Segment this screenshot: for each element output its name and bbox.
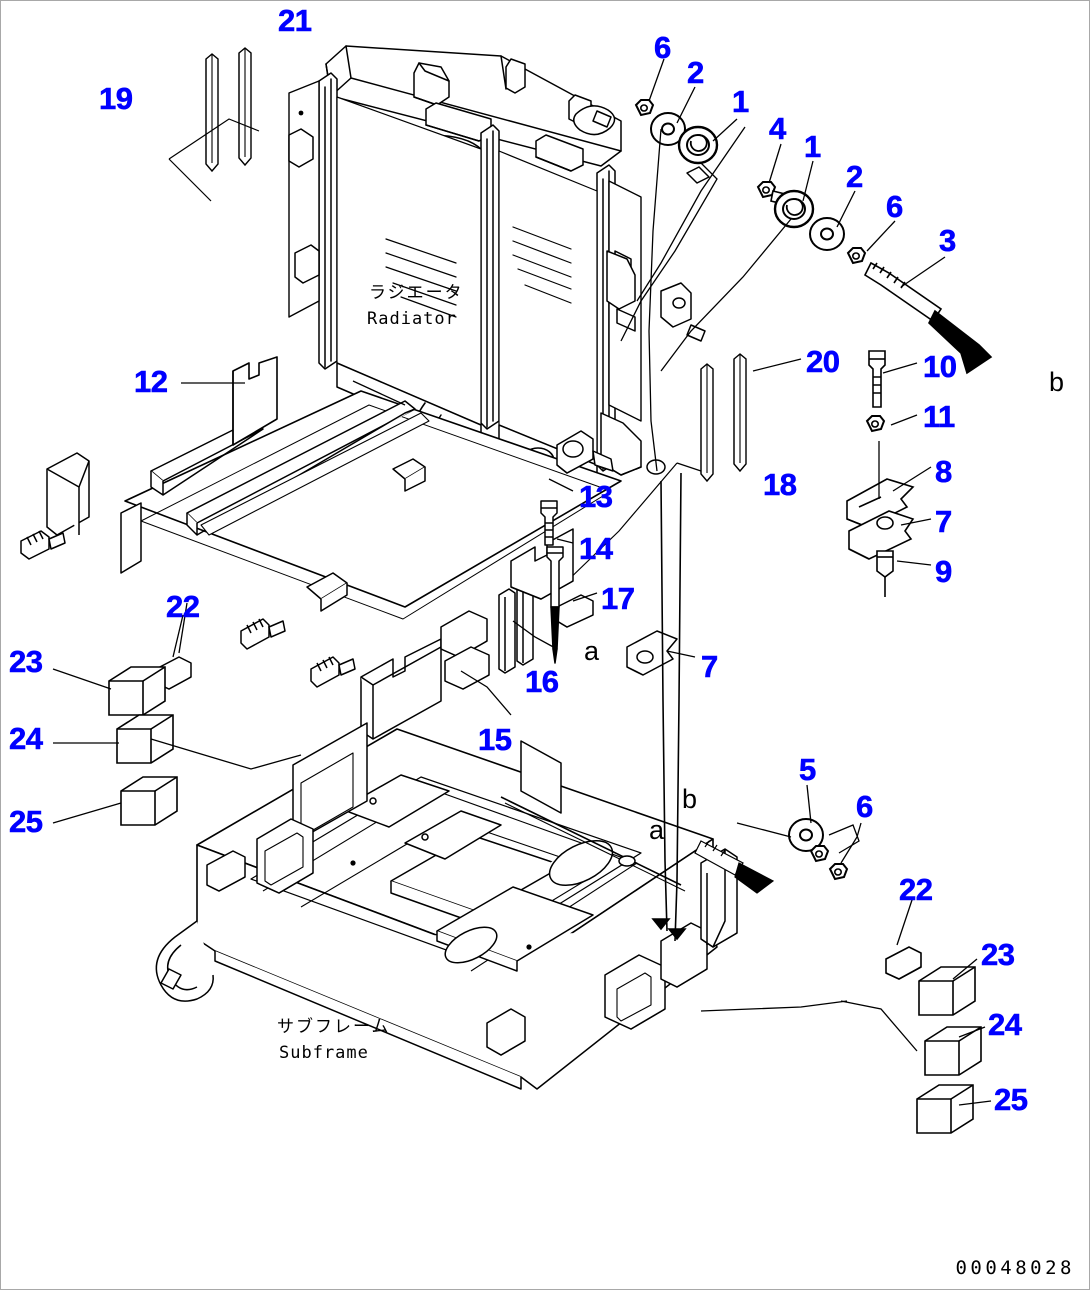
callout-7: 7 (935, 504, 953, 539)
reference-letter-b: b (1049, 367, 1065, 397)
callout-22: 22 (899, 872, 934, 907)
callout-21: 21 (278, 3, 313, 38)
callout-6: 6 (886, 189, 904, 224)
callout-12: 12 (134, 364, 169, 399)
callout-15: 15 (478, 722, 513, 757)
callout-8: 8 (935, 454, 953, 489)
callout-4: 4 (769, 111, 787, 146)
drawing-number: 00048028 (955, 1257, 1075, 1279)
callout-6: 6 (654, 30, 672, 65)
callout-25: 25 (9, 804, 44, 839)
callout-7: 7 (701, 649, 719, 684)
callout-19: 19 (99, 81, 134, 116)
callout-25: 25 (994, 1082, 1029, 1117)
reference-letter-b: b (682, 784, 698, 814)
callout-17: 17 (601, 581, 636, 616)
reference-letter-a: a (649, 815, 665, 845)
callout-10: 10 (923, 349, 958, 384)
radiator-label-en: Radiator (367, 309, 457, 329)
callout-16: 16 (525, 664, 560, 699)
callout-2: 2 (846, 159, 864, 194)
subframe-label-jp: サブフレーム (277, 1017, 391, 1037)
callout-2: 2 (687, 55, 705, 90)
radiator-label-jp: ラジエータ (369, 283, 464, 303)
callout-11: 11 (923, 399, 956, 434)
callout-3: 3 (939, 223, 957, 258)
callout-9: 9 (935, 554, 953, 589)
callout-24: 24 (9, 721, 44, 756)
callout-22: 22 (166, 589, 201, 624)
subframe-label-en: Subframe (279, 1043, 369, 1063)
callout-13: 13 (579, 479, 614, 514)
callout-1: 1 (732, 84, 750, 119)
callout-5: 5 (799, 752, 817, 787)
callout-24: 24 (988, 1007, 1023, 1042)
reference-letter-a: a (584, 636, 600, 666)
callout-23: 23 (9, 644, 44, 679)
callout-1: 1 (804, 129, 822, 164)
callout-14: 14 (579, 531, 614, 566)
callout-18: 18 (763, 467, 798, 502)
callout-20: 20 (806, 344, 841, 379)
callout-23: 23 (981, 937, 1016, 972)
callout-6: 6 (856, 789, 874, 824)
